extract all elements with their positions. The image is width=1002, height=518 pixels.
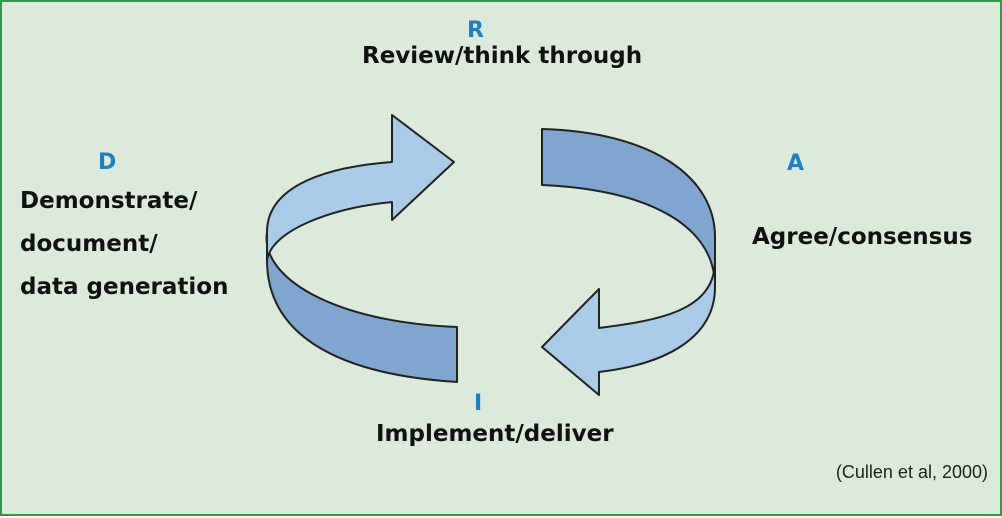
stage-letter-r: R [467, 18, 484, 43]
stage-label-agree: Agree/consensus [752, 224, 973, 250]
citation: (Cullen et al, 2000) [835, 462, 988, 482]
stage-letter-d: D [98, 150, 117, 175]
left-cycle-arrow [265, 114, 458, 383]
stage-label-implement: Implement/deliver [376, 421, 614, 447]
demonstrate-line-3: data generation [20, 274, 229, 300]
demonstrate-line-1: Demonstrate/ [20, 188, 198, 214]
stage-letter-i: I [474, 391, 483, 416]
stage-letter-a: A [787, 151, 805, 176]
right-cycle-arrow [541, 128, 716, 396]
demonstrate-line-2: document/ [20, 231, 158, 257]
stage-label-review: Review/think through [362, 43, 643, 69]
stage-label-demonstrate: Demonstrate/ document/ data generation [20, 180, 228, 309]
